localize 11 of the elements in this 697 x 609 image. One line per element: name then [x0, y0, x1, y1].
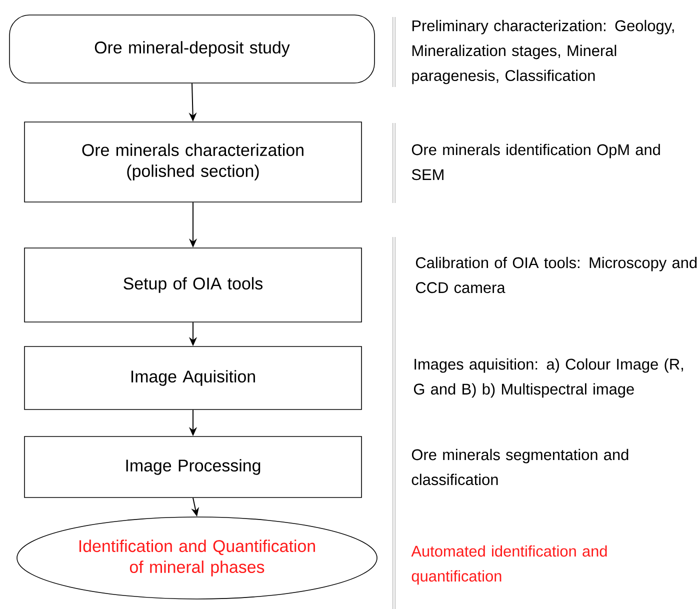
description-text: Preliminary characterization: Geology, Mineralization stages, Mineral paragenesis, Classification — [412, 20, 674, 84]
description-text: Ore minerals segmentation and classification — [412, 448, 628, 486]
process-box: Image Aquisition — [24, 346, 362, 410]
description-text: Ore minerals identification OpM and SEM — [412, 144, 660, 180]
process-box: Image Processing — [24, 436, 362, 498]
process-box: Ore minerals characterization (polished section) — [24, 122, 362, 202]
process-box: Setup of OIA tools — [24, 248, 362, 322]
description-text: Automated identification and quantification — [411, 545, 607, 585]
description-text: Calibration of OIA tools: Microscopy and CCD camera — [416, 256, 697, 294]
start-box: Ore mineral-deposit study — [9, 14, 375, 84]
description-text: Images aquisition: a) Colour Image (R, G and B) b) Multispectral image — [414, 358, 683, 398]
